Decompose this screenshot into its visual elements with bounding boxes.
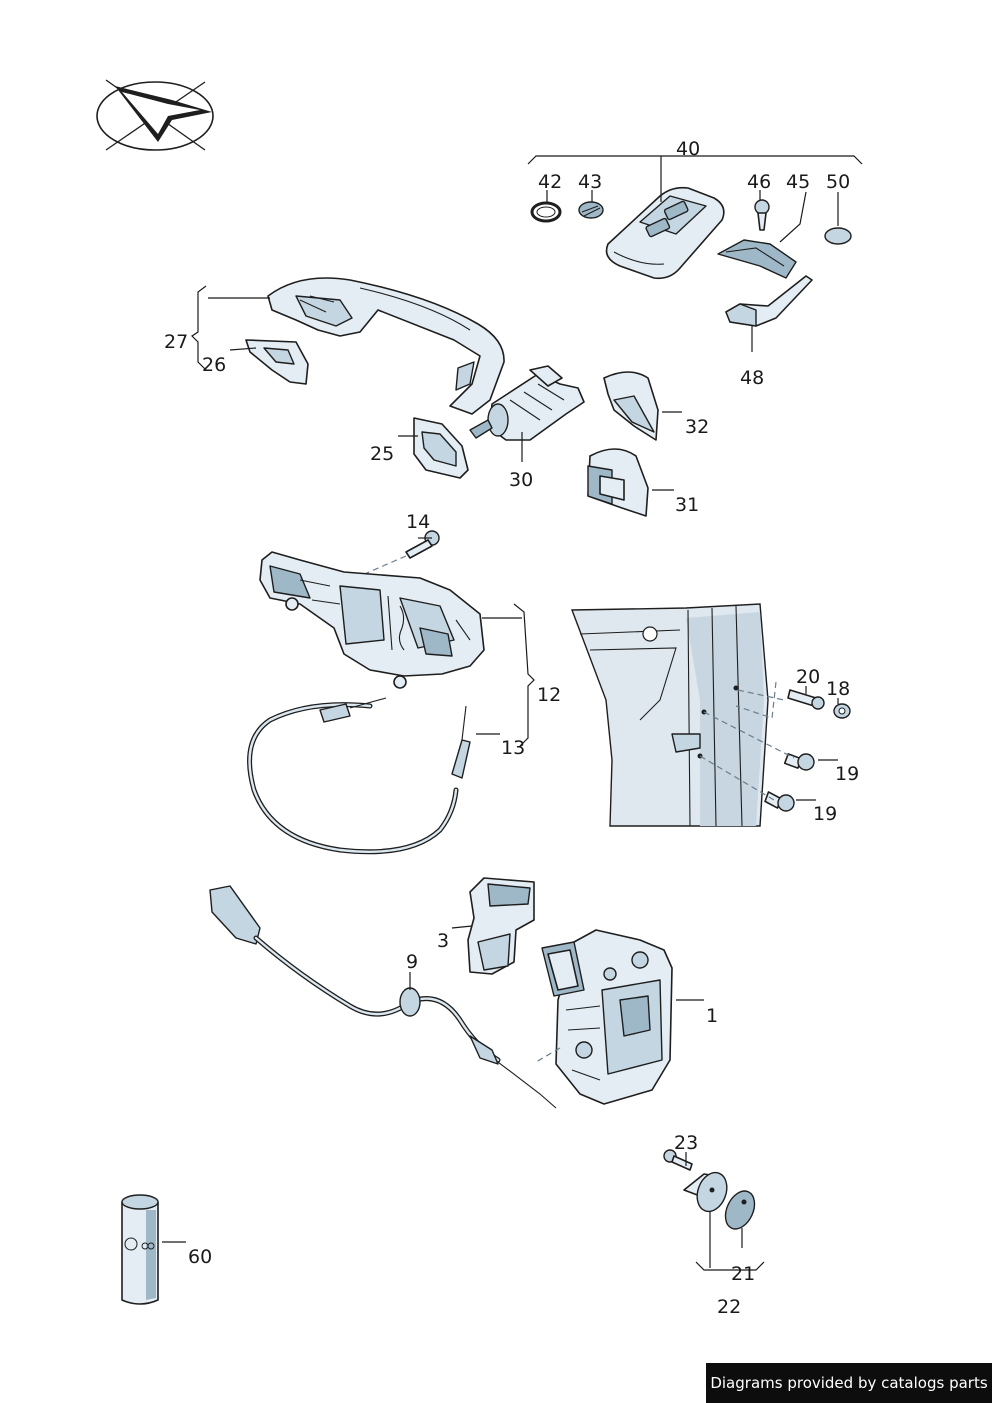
handle-carrier-bracket xyxy=(259,551,485,689)
callout-3: 3 xyxy=(437,930,449,952)
callout-12: 12 xyxy=(537,684,561,706)
callout-30: 30 xyxy=(509,469,533,491)
button-cap xyxy=(824,227,852,245)
callout-1: 1 xyxy=(706,1005,718,1027)
callout-19-lower: 19 xyxy=(813,803,837,825)
door-fasteners xyxy=(699,681,851,812)
leader-lines xyxy=(162,155,863,1271)
callout-22: 22 xyxy=(717,1296,741,1318)
callout-23: 23 xyxy=(674,1132,698,1154)
direction-arrow-logo-icon xyxy=(96,79,214,151)
credit-text: Diagrams provided by catalogs parts xyxy=(710,1374,988,1392)
callout-27: 27 xyxy=(164,331,188,353)
door-handle xyxy=(267,277,505,415)
callout-25: 25 xyxy=(370,443,394,465)
bowden-cable xyxy=(247,697,471,855)
callout-42: 42 xyxy=(538,171,562,193)
key-cover-cap xyxy=(717,239,797,279)
callout-19-upper: 19 xyxy=(835,763,859,785)
door-lock-unit xyxy=(535,929,673,1105)
door-panel-section xyxy=(570,603,769,827)
small-screw xyxy=(754,199,770,231)
remote-key-fob xyxy=(605,186,725,280)
credit-banner: Diagrams provided by catalogs parts xyxy=(706,1363,992,1403)
callout-45: 45 xyxy=(786,171,810,193)
grease-can xyxy=(121,1194,159,1305)
battery-cell xyxy=(578,201,604,219)
callout-20: 20 xyxy=(796,666,820,688)
callout-9: 9 xyxy=(406,951,418,973)
callout-13: 13 xyxy=(501,737,525,759)
lock-cylinder xyxy=(469,365,585,441)
door-striker-assembly xyxy=(663,1149,756,1230)
callout-50: 50 xyxy=(826,171,850,193)
callout-48: 48 xyxy=(740,367,764,389)
callout-18: 18 xyxy=(826,678,850,700)
callout-31: 31 xyxy=(675,494,699,516)
key-o-ring xyxy=(530,201,562,223)
callout-46: 46 xyxy=(747,171,771,193)
release-cable xyxy=(209,885,557,1109)
callout-40: 40 xyxy=(676,138,700,160)
emergency-key-blade xyxy=(725,275,813,327)
callout-60: 60 xyxy=(188,1246,212,1268)
callout-43: 43 xyxy=(578,171,602,193)
callout-32: 32 xyxy=(685,416,709,438)
callout-21: 21 xyxy=(731,1263,755,1285)
callout-14: 14 xyxy=(406,511,430,533)
callout-26: 26 xyxy=(202,354,226,376)
